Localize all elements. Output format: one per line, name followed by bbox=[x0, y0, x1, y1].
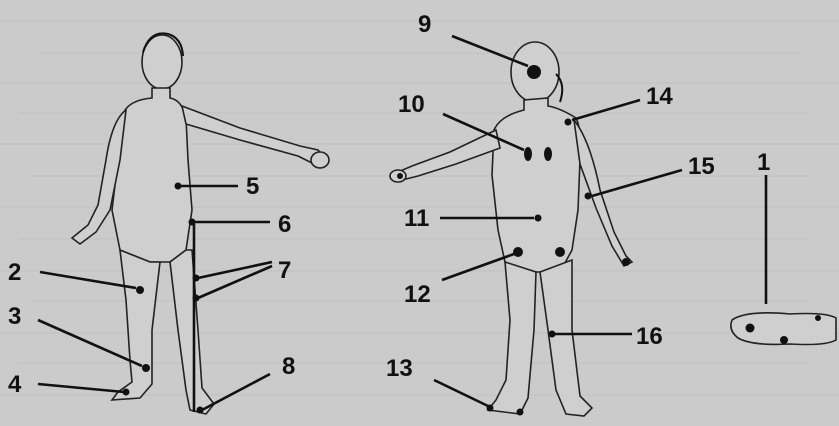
leader-3 bbox=[38, 320, 142, 366]
point-14 bbox=[565, 119, 572, 126]
label-12: 12 bbox=[404, 281, 431, 308]
label-8: 8 bbox=[282, 353, 295, 380]
label-4: 4 bbox=[8, 371, 22, 398]
label-7: 7 bbox=[278, 257, 291, 284]
front-hand-right bbox=[311, 152, 329, 168]
label-15: 15 bbox=[688, 153, 715, 180]
label-6: 6 bbox=[278, 211, 291, 238]
point-15 bbox=[585, 193, 592, 200]
point-1c bbox=[815, 315, 821, 321]
point-1b bbox=[780, 336, 788, 344]
point-12b bbox=[555, 247, 565, 257]
point-9 bbox=[527, 65, 541, 79]
point-12a bbox=[513, 247, 523, 257]
foot-sole-figure bbox=[731, 313, 836, 345]
front-leg-left bbox=[112, 250, 160, 400]
back-arm-left bbox=[398, 130, 500, 180]
label-9: 9 bbox=[418, 11, 431, 38]
label-5: 5 bbox=[246, 173, 259, 200]
leader-12 bbox=[442, 254, 514, 280]
point-hand-left bbox=[397, 173, 403, 179]
label-10: 10 bbox=[398, 91, 425, 118]
leader-8 bbox=[202, 374, 270, 410]
back-leg-left bbox=[488, 262, 536, 414]
point-1a bbox=[746, 324, 755, 333]
point-10a bbox=[524, 147, 532, 161]
label-16: 16 bbox=[636, 323, 663, 350]
point-hand-right bbox=[622, 258, 630, 266]
point-2 bbox=[136, 286, 144, 294]
leader-9 bbox=[452, 36, 528, 66]
point-3 bbox=[142, 364, 150, 372]
leader-14 bbox=[572, 100, 640, 120]
leader-13 bbox=[434, 380, 488, 406]
point-11 bbox=[535, 215, 542, 222]
back-leg-right bbox=[540, 260, 592, 416]
leader-15 bbox=[592, 170, 682, 196]
point-10b bbox=[544, 147, 552, 161]
label-14: 14 bbox=[646, 83, 673, 110]
point-13b bbox=[517, 409, 524, 416]
front-arm-right bbox=[182, 106, 326, 164]
label-1: 1 bbox=[757, 149, 770, 176]
leader-2 bbox=[40, 272, 136, 288]
label-3: 3 bbox=[8, 303, 21, 330]
label-13: 13 bbox=[386, 355, 413, 382]
label-11: 11 bbox=[404, 205, 429, 232]
leader-4 bbox=[38, 384, 124, 392]
label-2: 2 bbox=[8, 259, 21, 286]
